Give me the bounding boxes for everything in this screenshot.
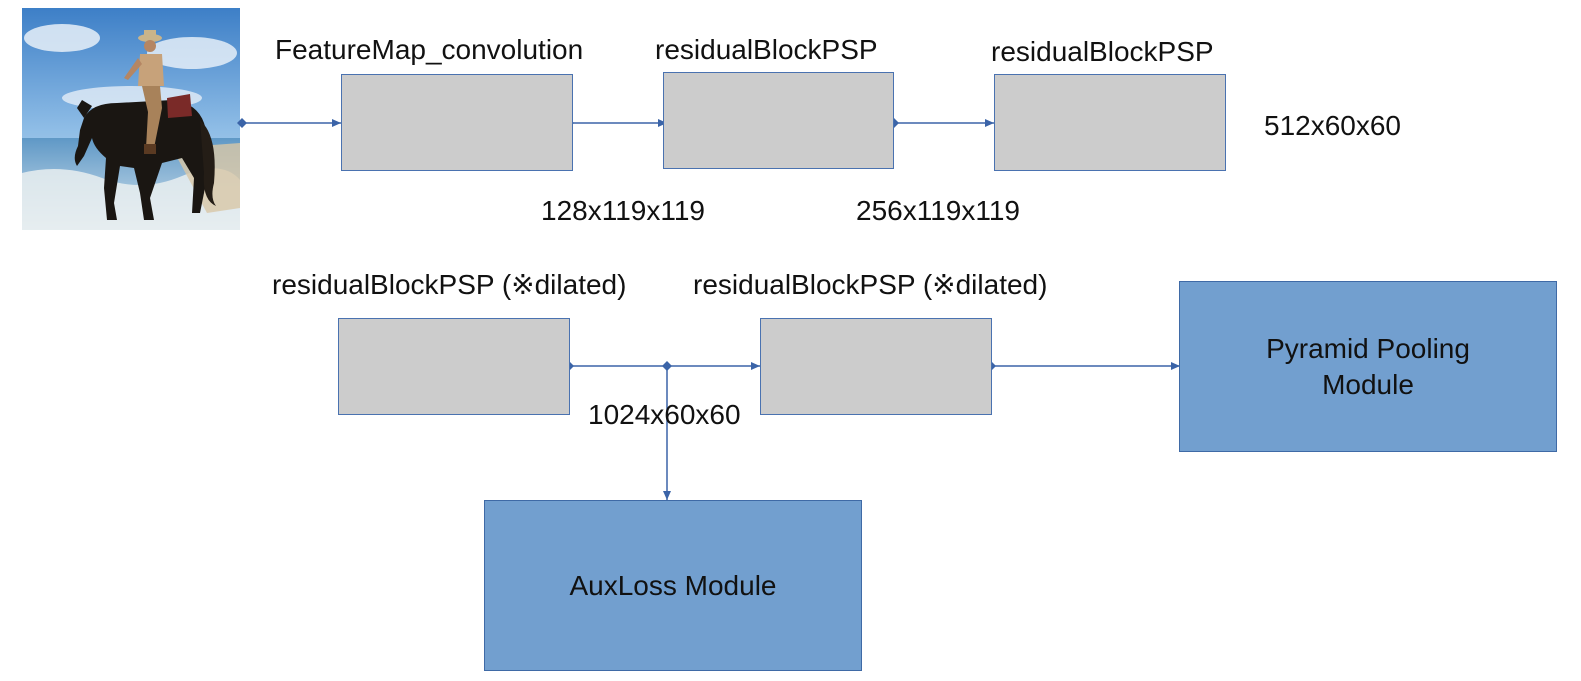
auxloss-label: AuxLoss Module xyxy=(569,569,777,601)
pyramid-pooling-module: Pyramid Pooling Module xyxy=(1179,281,1557,452)
dilated-residual-block-2 xyxy=(760,318,992,415)
input-photo xyxy=(22,8,240,230)
res2-label: residualBlockPSP xyxy=(991,36,1214,67)
residual-block-1 xyxy=(663,72,894,169)
residual-block-2 xyxy=(994,74,1226,171)
dimension-label-512: 512x60x60 xyxy=(1264,110,1402,141)
dilated1-label: residualBlockPSP (※dilated) xyxy=(272,269,627,300)
dimension-label-1024: 1024x60x60 xyxy=(588,399,741,430)
auxloss-module: AuxLoss Module xyxy=(484,500,862,671)
dimension-label-128: 128x119x119 xyxy=(541,195,705,226)
connector-dot xyxy=(237,118,247,128)
dilated2-label: residualBlockPSP (※dilated) xyxy=(693,269,1048,300)
featuremap-label: FeatureMap_convolution xyxy=(275,34,584,65)
dilated-residual-block-1 xyxy=(338,318,570,415)
pyramid-pooling-label: Pyramid Pooling Module xyxy=(1266,332,1470,400)
dimension-label-256: 256x119x119 xyxy=(856,195,1020,226)
horse-rider-photo xyxy=(22,8,240,230)
featuremap-convolution-block xyxy=(341,74,573,171)
res1-label: residualBlockPSP xyxy=(655,34,878,65)
